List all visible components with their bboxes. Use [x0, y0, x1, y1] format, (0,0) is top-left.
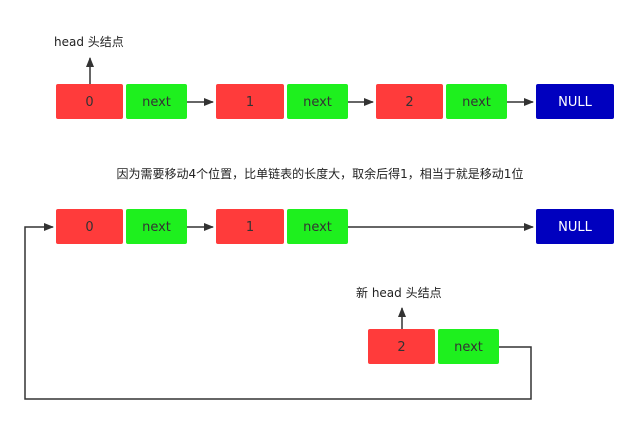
- row2-node-1-value-cell: [216, 209, 284, 244]
- row1-node-2-value-cell: [376, 84, 443, 119]
- row1-node-2-next-cell: [446, 84, 507, 119]
- row1-node-2-value: 2: [405, 95, 413, 110]
- row2-node-1-next-cell: [287, 209, 348, 244]
- head-label: head 头结点: [54, 35, 124, 49]
- row1-node-0-value: 0: [85, 95, 93, 110]
- row1-null-node: NULL: [536, 84, 614, 119]
- row1-null-label: NULL: [558, 95, 592, 110]
- row1-node-2-next: next: [462, 95, 491, 110]
- row2-node-0-next-cell: [126, 209, 187, 244]
- new-head-label: 新 head 头结点: [356, 285, 442, 300]
- row1-node-1: 1 next: [216, 84, 348, 119]
- row2-null-cell: [536, 209, 614, 244]
- moved-node-value: 2: [397, 340, 405, 355]
- row1-node-0-value-cell: [56, 84, 123, 119]
- moved-node-value-cell: [368, 329, 435, 364]
- row2-node-0-value: 0: [85, 220, 93, 235]
- row2-node-0-next: next: [142, 220, 171, 235]
- row1-node-1-value: 1: [246, 95, 254, 110]
- row1-node-0: 0 next: [56, 84, 187, 119]
- row1-node-0-next: next: [142, 95, 171, 110]
- moved-node-next-cell: [438, 329, 499, 364]
- row2-node-0: 0 next: [56, 209, 187, 244]
- row1-node-2: 2 next: [376, 84, 507, 119]
- moved-node-next: next: [454, 340, 483, 355]
- wraparound-link-arrow: [24, 223, 532, 400]
- row1-node-1-next: next: [303, 95, 332, 110]
- row1-node-0-next-cell: [126, 84, 187, 119]
- row2-node-1-value: 1: [246, 220, 254, 235]
- row1-node-1-value-cell: [216, 84, 284, 119]
- explanation-caption: 因为需要移动4个位置，比单链表的长度大，取余后得1，相当于就是移动1位: [117, 166, 524, 181]
- row2-node-1: 1 next: [216, 209, 348, 244]
- row2-node-0-value-cell: [56, 209, 123, 244]
- row1-null-cell: [536, 84, 614, 119]
- moved-node-2: 2 next: [368, 329, 499, 364]
- row2-null-node: NULL: [536, 209, 614, 244]
- row1-node-1-next-cell: [287, 84, 348, 119]
- row2-node-1-next: next: [303, 220, 332, 235]
- row2-null-label: NULL: [558, 220, 592, 235]
